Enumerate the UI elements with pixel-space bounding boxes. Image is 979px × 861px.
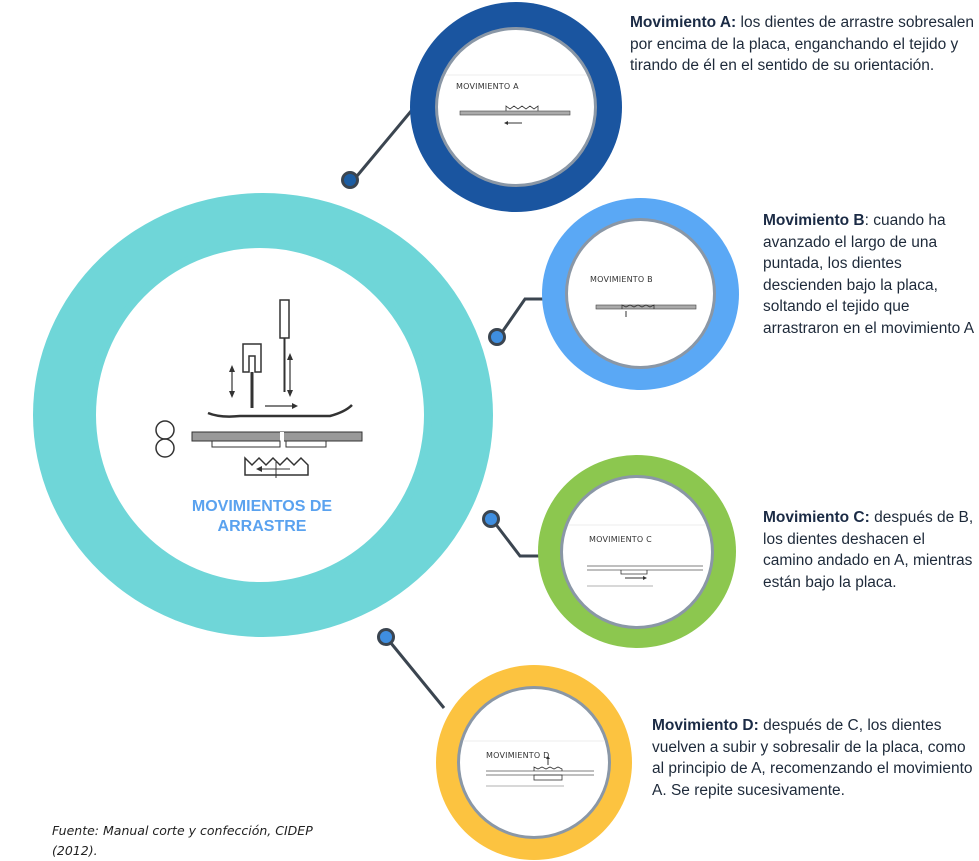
center-title: MOVIMIENTOS DE ARRASTRE [191,498,333,535]
connector-d [384,636,446,709]
step-c-label: Movimiento C: [763,509,870,526]
step-b-thumb-caption: MOVIMIENTO B [590,275,653,284]
step-a-label: Movimiento A: [630,14,737,31]
connector-a [350,109,414,183]
step-c-thumb-caption: MOVIMIENTO C [589,535,652,544]
step-a-marker-dot [341,171,359,189]
step-c-thumbnail [563,524,711,587]
step-c-inner-circle: MOVIMIENTO C [560,475,714,629]
step-b-text: : cuando ha avanzado el largo de una pun… [763,212,975,337]
step-c-marker-dot [482,510,500,528]
step-c-text: después de B, los dientes deshacen el ca… [763,509,974,591]
step-d-thumbnail [460,740,608,787]
step-a-thumb-caption: MOVIMIENTO A [456,82,519,91]
source-citation: Fuente: Manual corte y confección, CIDEP… [52,823,313,858]
step-b-marker-dot [488,328,506,346]
step-d-marker-dot [377,628,395,646]
step-b-thumbnail [595,304,697,317]
step-a-inner-circle: MOVIMIENTO A [435,27,597,187]
step-a-description: Movimiento A: los dientes de arrastre so… [630,12,975,77]
step-d-label: Movimiento D: [652,717,759,734]
step-a-text: los dientes de arrastre sobresalen por e… [630,14,975,74]
step-b-label: Movimiento B [763,212,865,229]
step-a-thumbnail [438,74,594,125]
step-d-text: después de C, los dientes vuelven a subi… [652,717,973,799]
connector-b [496,297,546,339]
step-c-description: Movimiento C: después de B, los dientes … [763,507,977,593]
step-b-inner-circle: MOVIMIENTO B [565,218,716,369]
step-b-description: Movimiento B: cuando ha avanzado el larg… [763,210,977,339]
connector-c [489,517,546,558]
step-d-description: Movimiento D: después de C, los dientes … [652,715,977,801]
step-d-thumb-caption: MOVIMIENTO D [486,751,550,760]
step-d-inner-circle: MOVIMIENTO D [457,686,611,839]
